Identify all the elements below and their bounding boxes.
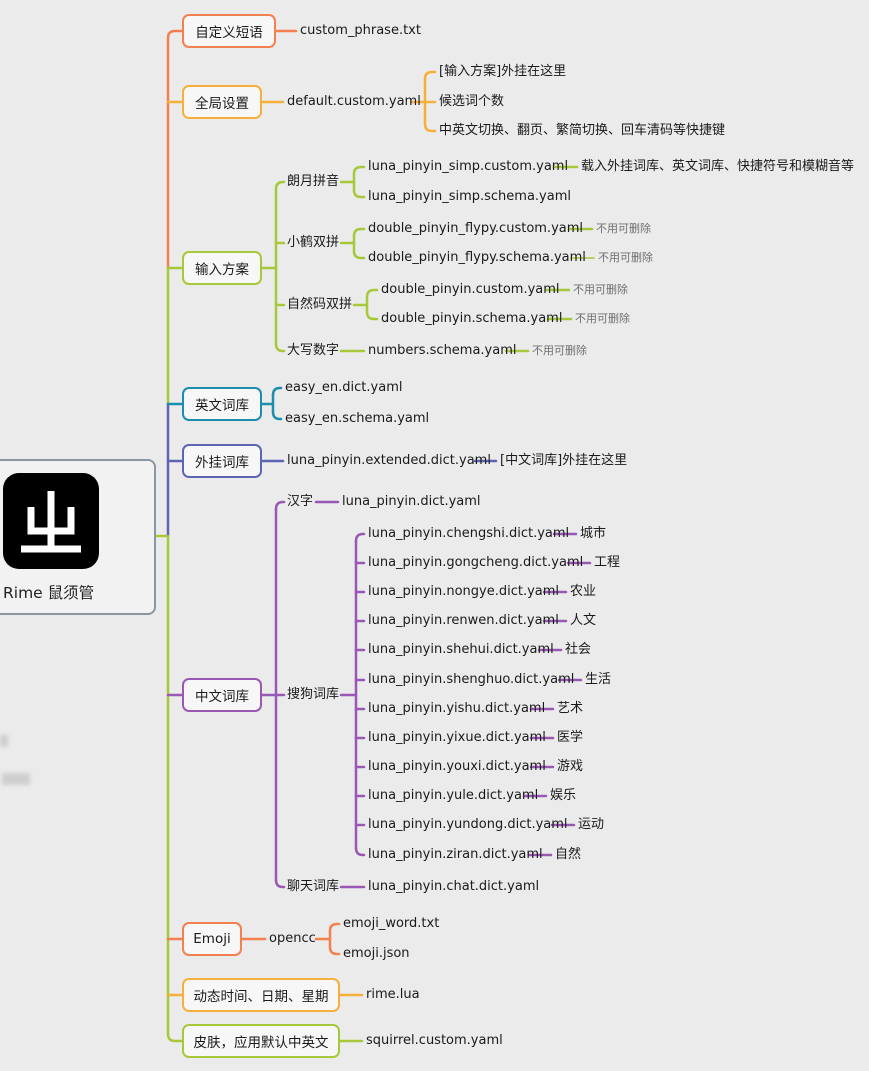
sogou-label[interactable]: 搜狗词库 xyxy=(287,687,340,702)
connector-line xyxy=(352,188,366,199)
global-item[interactable]: [输入方案]外挂在这里 xyxy=(439,64,567,79)
extended-note[interactable]: [中文词库]外挂在这里 xyxy=(500,453,628,468)
connector-line xyxy=(423,122,437,133)
global-settings-box[interactable]: 全局设置 xyxy=(182,85,262,119)
numbers-note[interactable]: 不用可删除 xyxy=(532,344,587,357)
connector-line xyxy=(274,878,286,889)
connector-line xyxy=(274,500,286,511)
datetime-box[interactable]: 动态时间、日期、星期 xyxy=(182,978,340,1012)
connector-line xyxy=(271,386,283,397)
sogou-dict-file[interactable]: luna_pinyin.ziran.dict.yaml xyxy=(368,847,543,862)
sogou-dict-note[interactable]: 娱乐 xyxy=(550,788,577,803)
natural-schema-file[interactable]: double_pinyin.schema.yaml xyxy=(381,311,563,326)
flypy-custom-file[interactable]: double_pinyin_flypy.custom.yaml xyxy=(368,221,584,236)
global-item[interactable]: 中英文切换、翻页、繁简切换、回车清码等快捷键 xyxy=(439,123,726,138)
connector-line xyxy=(274,180,286,191)
sogou-dict-note[interactable]: 社会 xyxy=(565,642,592,657)
chat-label[interactable]: 聊天词库 xyxy=(287,879,340,894)
sogou-dict-file[interactable]: luna_pinyin.renwen.dict.yaml xyxy=(368,613,559,628)
connector-line xyxy=(328,945,341,956)
natural-schema-note[interactable]: 不用可删除 xyxy=(575,312,630,325)
emoji-file[interactable]: emoji.json xyxy=(343,946,410,961)
skin-file[interactable]: squirrel.custom.yaml xyxy=(366,1033,503,1048)
connector-line xyxy=(423,70,437,81)
natural-custom-note[interactable]: 不用可删除 xyxy=(573,283,628,296)
sogou-dict-file[interactable]: luna_pinyin.yule.dict.yaml xyxy=(368,788,539,803)
rime-logo-icon xyxy=(3,473,99,569)
connector-line xyxy=(352,227,366,238)
scheme-luna[interactable]: 朗月拼音 xyxy=(287,174,340,189)
sogou-dict-note[interactable]: 艺术 xyxy=(557,701,584,716)
connector-line xyxy=(271,410,283,421)
global-item[interactable]: 候选词个数 xyxy=(439,94,505,109)
chat-file[interactable]: luna_pinyin.chat.dict.yaml xyxy=(368,879,540,894)
connector-line xyxy=(365,310,379,321)
sogou-dict-note[interactable]: 运动 xyxy=(578,817,605,832)
input-schemes-box[interactable]: 输入方案 xyxy=(182,251,262,285)
emoji-box[interactable]: Emoji xyxy=(182,922,242,956)
english-file[interactable]: easy_en.schema.yaml xyxy=(285,411,430,426)
luna-custom-file[interactable]: luna_pinyin_simp.custom.yaml xyxy=(368,159,569,174)
flypy-schema-note[interactable]: 不用可删除 xyxy=(598,251,653,264)
sogou-dict-file[interactable]: luna_pinyin.youxi.dict.yaml xyxy=(368,759,546,774)
sogou-dict-note[interactable]: 生活 xyxy=(585,672,612,687)
sogou-dict-note[interactable]: 工程 xyxy=(594,555,621,570)
sogou-dict-note[interactable]: 医学 xyxy=(557,730,584,745)
sogou-dict-file[interactable]: luna_pinyin.shehui.dict.yaml xyxy=(368,642,554,657)
sogou-dict-note[interactable]: 游戏 xyxy=(557,759,584,774)
extended-dict-box[interactable]: 外挂词库 xyxy=(182,444,262,478)
connector-line xyxy=(354,846,366,857)
numbers-file[interactable]: numbers.schema.yaml xyxy=(368,343,517,358)
sogou-dict-note[interactable]: 自然 xyxy=(555,847,582,862)
connector-line xyxy=(352,249,366,260)
sogou-dict-note[interactable]: 人文 xyxy=(570,613,597,628)
connector-line xyxy=(166,29,184,40)
connector-line xyxy=(354,532,366,543)
sogou-dict-file[interactable]: luna_pinyin.shenghuo.dict.yaml xyxy=(368,672,575,687)
extended-file[interactable]: luna_pinyin.extended.dict.yaml xyxy=(287,453,491,468)
sogou-dict-note[interactable]: 农业 xyxy=(570,584,597,599)
sogou-dict-file[interactable]: luna_pinyin.yundong.dict.yaml xyxy=(368,817,568,832)
luna-custom-note[interactable]: 载入外挂词库、英文词库、快捷符号和模糊音等 xyxy=(581,159,855,174)
sogou-dict-file[interactable]: luna_pinyin.nongye.dict.yaml xyxy=(368,584,560,599)
connector-line xyxy=(166,1032,184,1043)
connector-line xyxy=(365,288,379,299)
luna-schema-file[interactable]: luna_pinyin_simp.schema.yaml xyxy=(368,189,571,204)
skin-box[interactable]: 皮肤，应用默认中英文 xyxy=(182,1024,340,1058)
connector-line xyxy=(352,165,366,176)
sogou-dict-file[interactable]: luna_pinyin.chengshi.dict.yaml xyxy=(368,526,570,541)
scheme-numbers[interactable]: 大写数字 xyxy=(287,343,340,358)
blurred-mark xyxy=(2,773,30,785)
flypy-schema-file[interactable]: double_pinyin_flypy.schema.yaml xyxy=(368,250,586,265)
hanzi-label[interactable]: 汉字 xyxy=(287,494,314,509)
sogou-dict-file[interactable]: luna_pinyin.gongcheng.dict.yaml xyxy=(368,555,584,570)
scheme-flypy[interactable]: 小鹤双拼 xyxy=(287,235,340,250)
blurred-mark xyxy=(0,735,8,747)
emoji-file[interactable]: emoji_word.txt xyxy=(343,916,440,931)
sogou-dict-note[interactable]: 城市 xyxy=(580,526,607,541)
connector-line xyxy=(328,922,341,933)
global-file[interactable]: default.custom.yaml xyxy=(287,94,421,109)
connector-line xyxy=(274,342,286,353)
english-dict-box[interactable]: 英文词库 xyxy=(182,387,262,421)
natural-custom-file[interactable]: double_pinyin.custom.yaml xyxy=(381,282,560,297)
flypy-custom-note[interactable]: 不用可删除 xyxy=(596,222,651,235)
datetime-file[interactable]: rime.lua xyxy=(366,987,420,1002)
root-node[interactable]: Rime 鼠须管 xyxy=(0,459,156,615)
custom-phrase-box[interactable]: 自定义短语 xyxy=(182,14,276,48)
root-title: Rime 鼠须管 xyxy=(3,584,95,602)
emoji-opencc[interactable]: opencc xyxy=(269,931,316,946)
chinese-dict-box[interactable]: 中文词库 xyxy=(182,678,262,712)
custom-phrase-file[interactable]: custom_phrase.txt xyxy=(300,23,421,38)
hanzi-file[interactable]: luna_pinyin.dict.yaml xyxy=(342,494,481,509)
english-file[interactable]: easy_en.dict.yaml xyxy=(285,380,403,395)
sogou-dict-file[interactable]: luna_pinyin.yishu.dict.yaml xyxy=(368,701,546,716)
sogou-dict-file[interactable]: luna_pinyin.yixue.dict.yaml xyxy=(368,730,546,745)
scheme-natural[interactable]: 自然码双拼 xyxy=(287,297,353,312)
